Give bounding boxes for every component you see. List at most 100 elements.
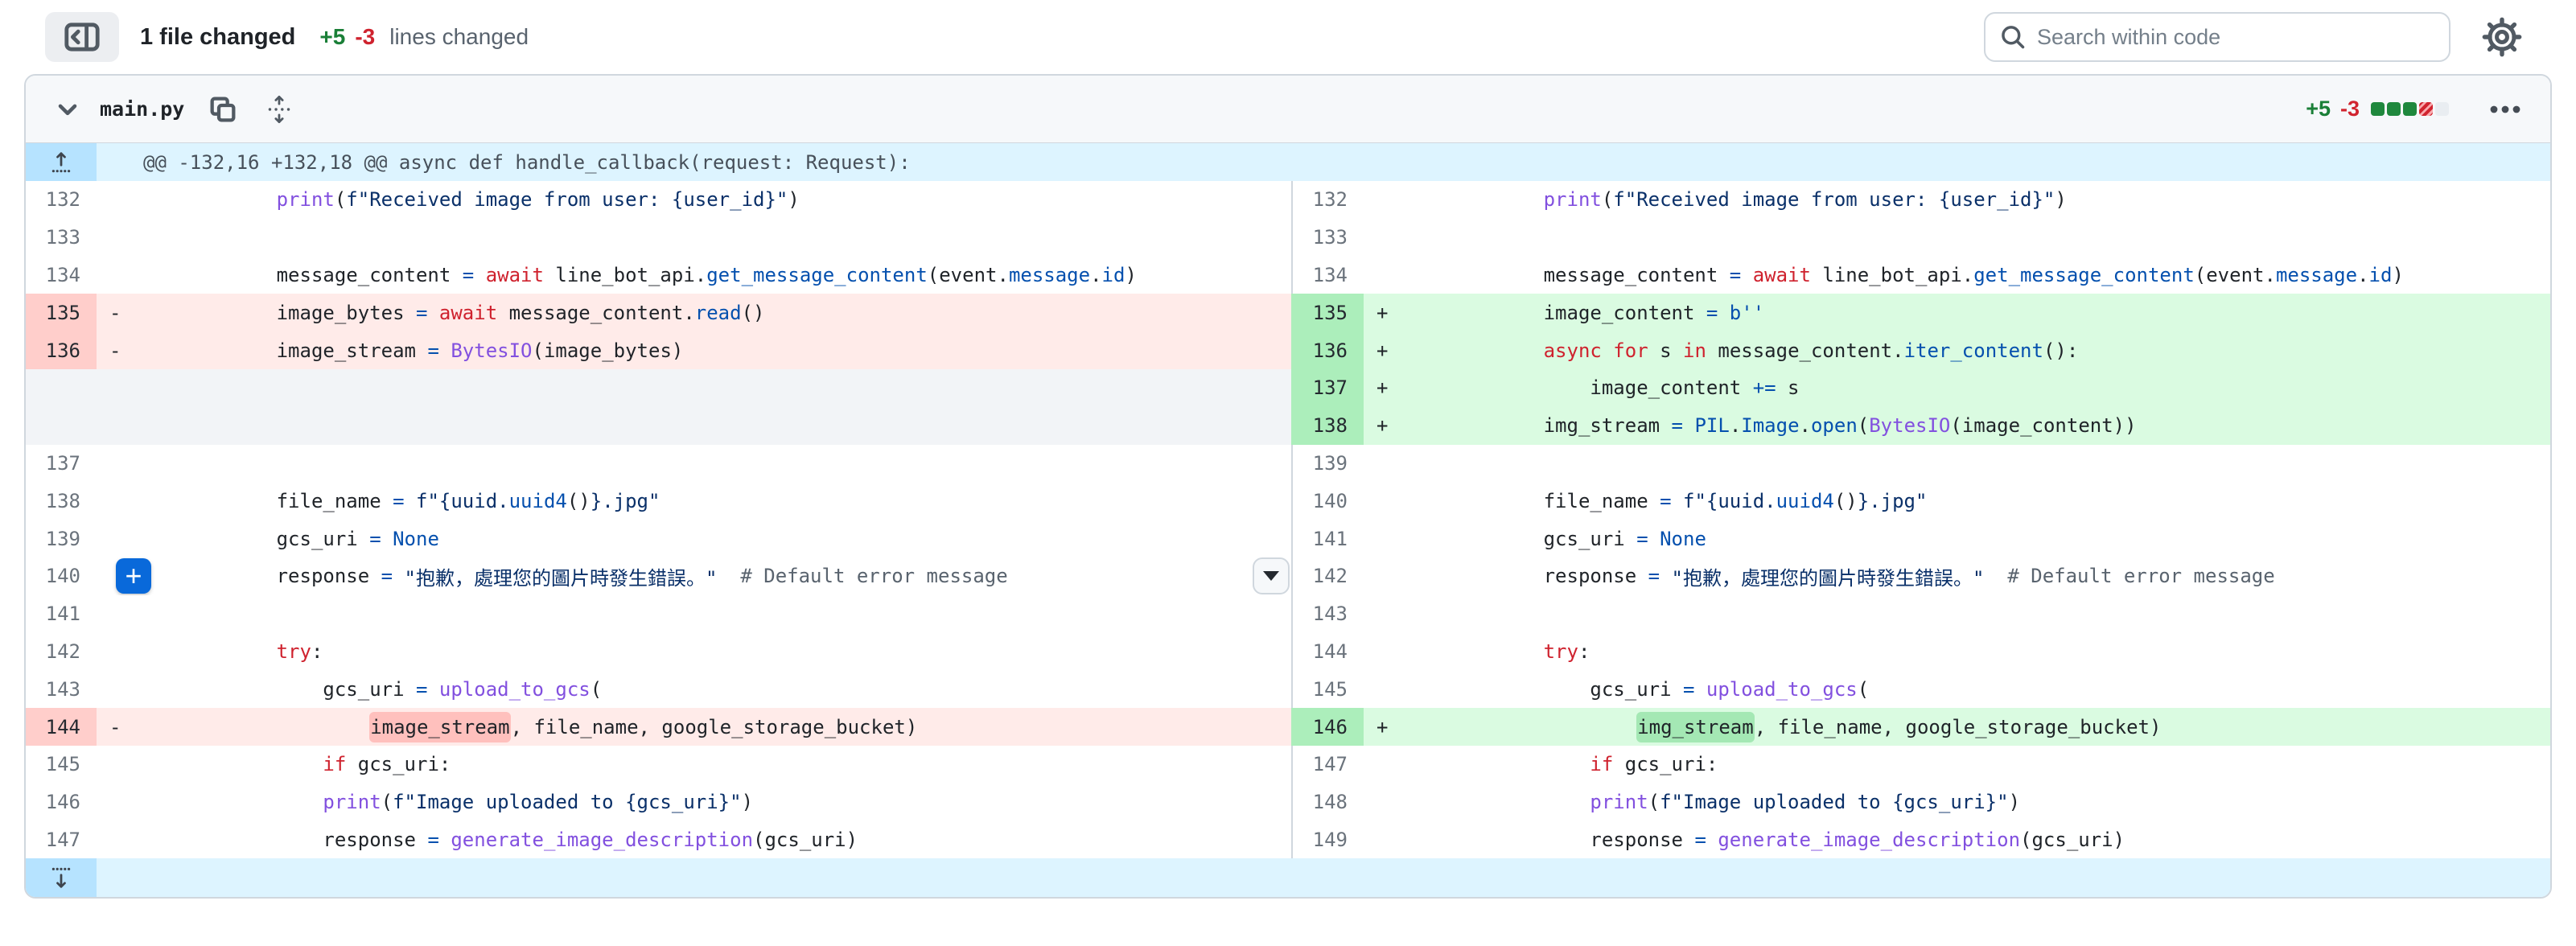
- line-number[interactable]: 146: [45, 791, 80, 814]
- code-token: (gcs_uri): [2020, 828, 2125, 851]
- code-token: try: [1543, 640, 1578, 663]
- code-token: [1672, 490, 1683, 512]
- diff-right-cell: 138+ img_stream = PIL.Image.open(BytesIO…: [1291, 406, 2550, 445]
- line-menu-dropdown-button[interactable]: [1253, 557, 1290, 595]
- line-number[interactable]: 141: [45, 603, 80, 626]
- line-number[interactable]: 140: [1312, 489, 1348, 512]
- code-token: (: [334, 188, 347, 212]
- code-token: [717, 565, 740, 587]
- line-number[interactable]: 145: [1312, 677, 1348, 701]
- diff-marker: [97, 595, 145, 633]
- line-number[interactable]: 132: [1312, 188, 1348, 212]
- code-token: print: [276, 188, 335, 212]
- code-token: try: [276, 640, 311, 663]
- line-number[interactable]: 137: [45, 451, 80, 475]
- code-token: [1741, 264, 1752, 286]
- diff-right-cell: 141 gcs_uri = None: [1291, 520, 2550, 557]
- line-number[interactable]: 139: [45, 527, 80, 550]
- line-number[interactable]: 146: [1293, 708, 1364, 746]
- line-number[interactable]: 133: [1312, 226, 1348, 249]
- line-number[interactable]: 140: [45, 565, 80, 588]
- code-token: [1984, 565, 2007, 587]
- line-number[interactable]: 141: [1312, 527, 1348, 550]
- diff-row: 138+ img_stream = PIL.Image.open(BytesIO…: [26, 406, 2550, 445]
- diff-marker: [1364, 520, 1412, 557]
- code-line: print(f"Received image from user: {user_…: [145, 181, 1291, 219]
- diff-row: 147 response = generate_image_descriptio…: [26, 821, 2550, 859]
- panel-collapse-left-icon: [64, 23, 100, 51]
- code-token: img_stream: [1451, 414, 1672, 438]
- unfold-icon: [269, 95, 290, 123]
- file-collapse-button[interactable]: [51, 93, 84, 125]
- code-token: =: [1682, 677, 1695, 701]
- copy-path-button[interactable]: [205, 92, 241, 127]
- code-token: =: [369, 527, 381, 550]
- code-token: uuid4: [508, 489, 567, 512]
- file-name-link[interactable]: main.py: [100, 97, 185, 121]
- diff-right-cell: 142 response = "抱歉，處理您的圖片時發生錯誤。" # Defau…: [1291, 557, 2550, 595]
- line-number[interactable]: 138: [1293, 406, 1364, 445]
- line-number[interactable]: 132: [45, 188, 80, 212]
- code-token: ): [1125, 263, 1137, 286]
- settings-button[interactable]: [2479, 14, 2525, 60]
- code-token: f"Image uploaded to {gcs_uri}": [393, 791, 742, 814]
- search-box[interactable]: [1984, 12, 2450, 62]
- line-number[interactable]: 135: [1293, 294, 1364, 332]
- code-token: [474, 264, 485, 286]
- hunk-header-text: @@ -132,16 +132,18 @@ async def handle_c…: [143, 150, 911, 174]
- code-token: ): [2008, 791, 2021, 814]
- line-number[interactable]: 138: [45, 489, 80, 512]
- diff-marker: [97, 670, 145, 708]
- code-line: response = generate_image_description(gc…: [145, 821, 1291, 859]
- line-number[interactable]: 136: [1293, 331, 1364, 369]
- diff-left-cell: 138 file_name = f"{uuid.uuid4()}.jpg": [26, 482, 1291, 520]
- line-number[interactable]: 134: [45, 263, 80, 286]
- search-input[interactable]: [2037, 24, 2434, 50]
- line-number[interactable]: 142: [45, 640, 80, 663]
- diff-marker: +: [1376, 414, 1389, 438]
- line-number[interactable]: 147: [1312, 753, 1348, 776]
- code-line: try:: [1412, 633, 2550, 671]
- code-line: print(f"Received image from user: {user_…: [1412, 181, 2550, 219]
- line-number[interactable]: 144: [26, 708, 97, 746]
- code-token: f"Image uploaded to {gcs_uri}": [1660, 791, 2009, 814]
- line-number[interactable]: 145: [45, 753, 80, 776]
- diff-marker: [97, 445, 145, 483]
- line-number[interactable]: 136: [26, 331, 97, 369]
- code-token: img_stream: [1636, 711, 1755, 742]
- expand-hunk-up-button[interactable]: [26, 143, 97, 181]
- line-number[interactable]: 135: [26, 294, 97, 332]
- line-number[interactable]: 142: [1312, 565, 1348, 588]
- expand-all-hunks-button[interactable]: [261, 92, 297, 127]
- expand-hunk-down-button[interactable]: [26, 858, 97, 898]
- sidebar-toggle-button[interactable]: [45, 12, 119, 62]
- line-number[interactable]: 137: [1293, 368, 1364, 407]
- line-number[interactable]: 133: [45, 226, 80, 249]
- code-token: ): [788, 188, 800, 212]
- add-comment-button[interactable]: +: [116, 558, 151, 594]
- diff-left-cell: 139 gcs_uri = None: [26, 520, 1291, 557]
- line-number[interactable]: 143: [1312, 603, 1348, 626]
- code-token: None: [393, 527, 439, 550]
- code-token: [183, 753, 323, 775]
- line-number[interactable]: 148: [1312, 791, 1348, 814]
- code-token: (: [1601, 188, 1614, 212]
- code-token: f"Received image from user: {user_id}": [1613, 188, 2055, 212]
- code-token: read: [694, 301, 742, 324]
- code-token: .: [1090, 263, 1102, 286]
- line-number[interactable]: 149: [1312, 828, 1348, 851]
- code-token: [183, 791, 323, 813]
- code-token: file_name: [183, 489, 393, 512]
- code-token: =: [415, 301, 428, 324]
- code-token: [1451, 188, 1544, 211]
- line-number[interactable]: 144: [1312, 640, 1348, 663]
- code-token: (image_content)): [1950, 414, 2137, 438]
- line-number[interactable]: 134: [1312, 263, 1348, 286]
- line-number[interactable]: 139: [1312, 451, 1348, 475]
- code-token: .: [1799, 414, 1811, 438]
- code-line: [145, 219, 1291, 257]
- line-number[interactable]: 147: [45, 828, 80, 851]
- line-number[interactable]: 143: [45, 677, 80, 701]
- diff-right-cell: 135+ image_content = b'': [1291, 294, 2550, 332]
- file-options-button[interactable]: [2484, 92, 2526, 127]
